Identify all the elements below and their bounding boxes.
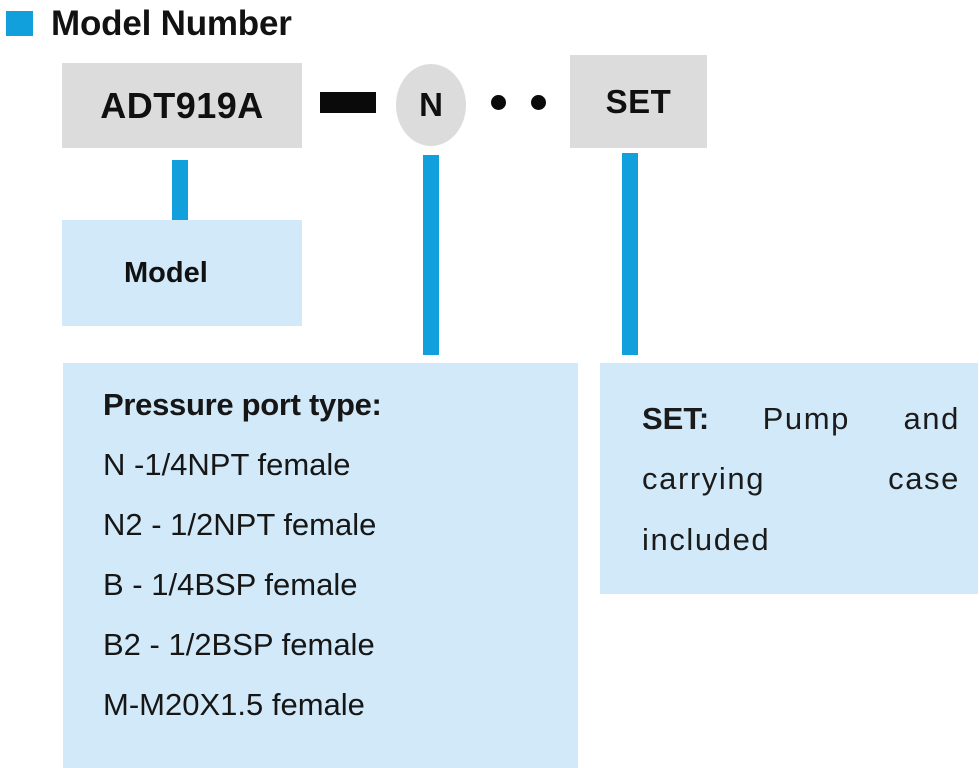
set-code-chip: SET — [570, 55, 707, 148]
dot-separator-icon-2 — [531, 95, 546, 110]
set-panel-description: Pump and carrying case included — [642, 401, 960, 557]
connector-port — [423, 155, 439, 355]
model-description-panel: Model — [62, 220, 302, 326]
port-code-chip: N — [396, 64, 466, 146]
port-option-4: B2 - 1/2BSP female — [103, 627, 375, 662]
page-title-label: Model Number — [51, 3, 292, 43]
dot-separator-icon-1 — [491, 95, 506, 110]
page-title: Model Number — [6, 0, 292, 46]
blue-square-bullet-icon — [6, 10, 33, 36]
dash-separator-icon — [320, 92, 376, 113]
connector-model — [172, 160, 188, 220]
model-code-chip: ADT919A — [62, 63, 302, 148]
port-option-5: M-M20X1.5 female — [103, 687, 365, 722]
model-panel-label: Model — [124, 256, 208, 289]
set-panel-text: SET: Pump and carrying case included — [642, 389, 960, 570]
port-option-2: N2 - 1/2NPT female — [103, 507, 377, 542]
port-option-1: N -1/4NPT female — [103, 447, 351, 482]
set-description-panel: SET: Pump and carrying case included — [600, 363, 978, 594]
port-option-3: B - 1/4BSP female — [103, 567, 358, 602]
set-panel-key: SET: — [642, 401, 710, 436]
port-description-panel: Pressure port type: N -1/4NPT female N2 … — [63, 363, 578, 768]
connector-set — [622, 153, 638, 355]
port-panel-heading: Pressure port type: — [103, 387, 382, 422]
